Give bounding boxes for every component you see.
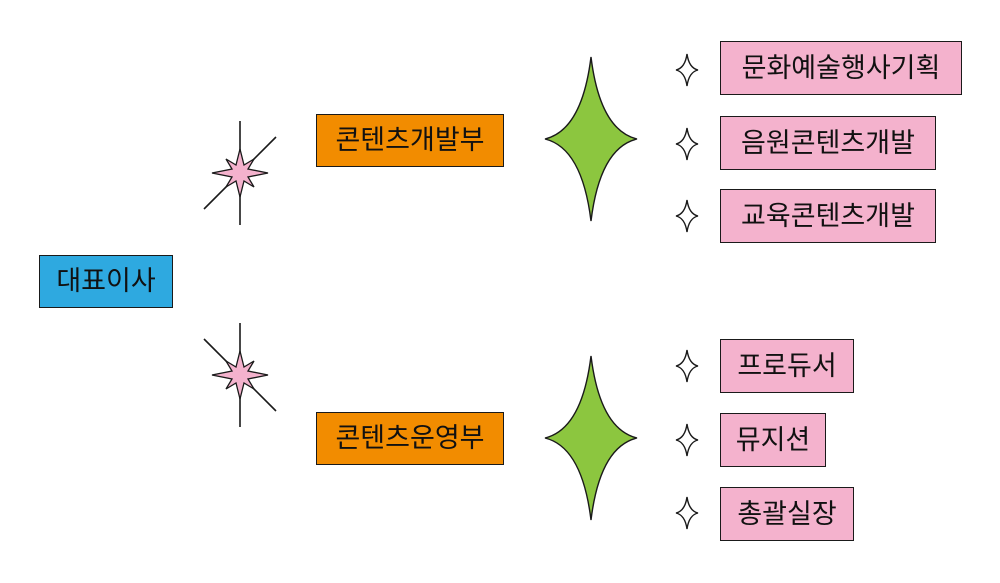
team-box: 총괄실장: [720, 487, 854, 541]
department-label: 콘텐츠운영부: [335, 423, 485, 454]
team-box: 문화예술행사기획: [720, 41, 962, 95]
team-label: 음원콘텐츠개발: [741, 127, 915, 159]
team-label: 프로듀서: [737, 350, 837, 382]
team-label: 문화예술행사기획: [741, 52, 941, 84]
team-box: 프로듀서: [720, 339, 854, 393]
department-label: 콘텐츠개발부: [335, 125, 485, 156]
ceo-label: 대표이사: [56, 266, 156, 297]
ceo-box: 대표이사: [39, 255, 173, 308]
team-box: 음원콘텐츠개발: [720, 116, 936, 170]
team-box: 뮤지션: [720, 413, 826, 467]
department-box: 콘텐츠개발부: [316, 114, 504, 167]
team-label: 교육콘텐츠개발: [741, 200, 915, 232]
team-label: 총괄실장: [737, 498, 837, 530]
team-label: 뮤지션: [735, 424, 811, 456]
department-box: 콘텐츠운영부: [316, 412, 504, 465]
team-box: 교육콘텐츠개발: [720, 189, 936, 243]
